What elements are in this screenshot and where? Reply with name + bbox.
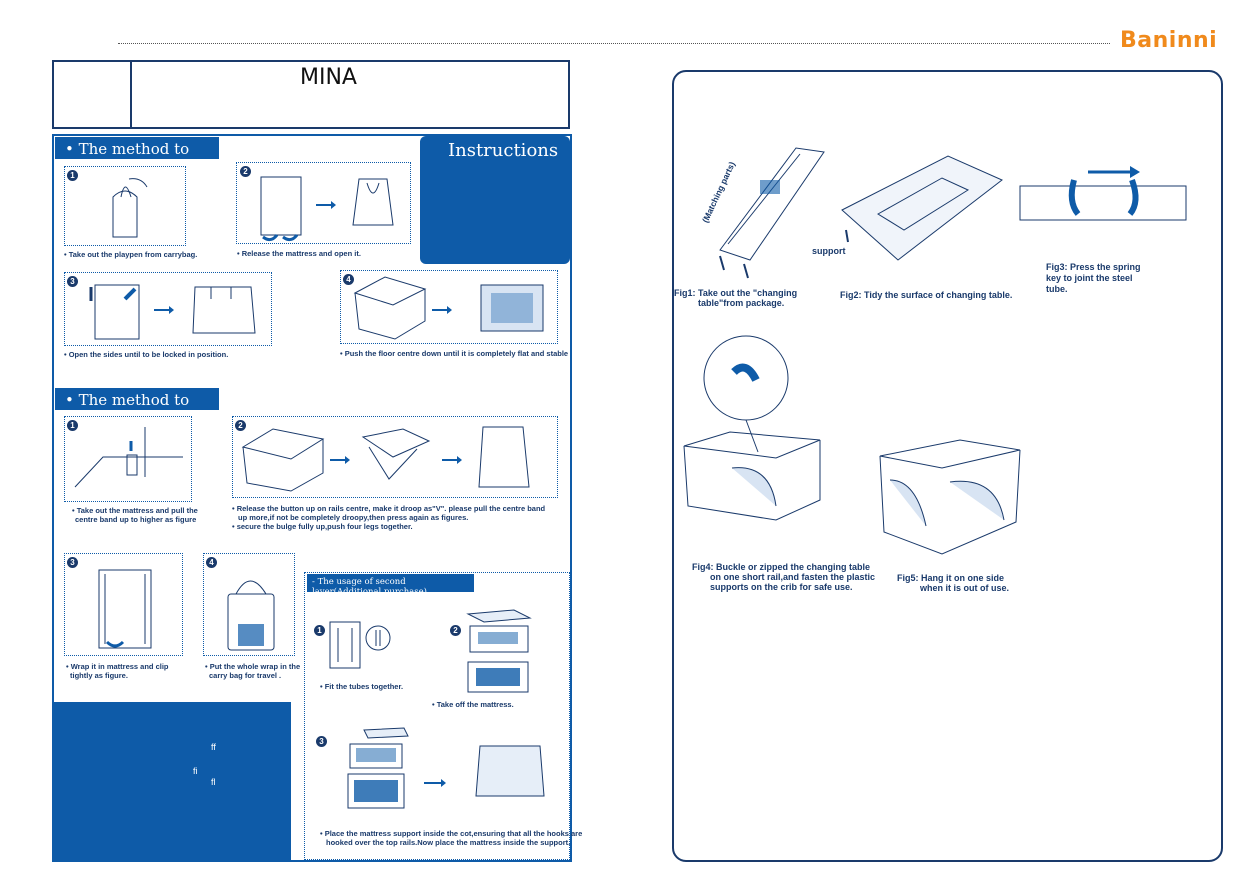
fold-step-2-arrow-1 — [330, 456, 350, 464]
pull-centre-band-illustration — [74, 427, 183, 488]
second-layer-panel — [304, 572, 570, 860]
fig5-caption-2: when it is out of use. — [920, 583, 1010, 593]
push-floor-illustration — [353, 276, 544, 340]
open-step-4-panel — [340, 270, 558, 344]
fold-step-4-caption-2: carry bag for travel . — [209, 671, 282, 680]
fold-step-3-panel — [64, 553, 183, 656]
fig3-caption-1: Fig3: Press the spring — [1046, 262, 1141, 272]
open-step-3-caption: • Open the sides until to be locked in p… — [64, 350, 229, 359]
take-off-mattress-illustration — [466, 609, 532, 693]
fold-step-2-caption-2: up more,if not be completely droopy,then… — [238, 513, 469, 522]
fold-step-3-number: 3 — [67, 557, 78, 568]
changing-table-package-illustration — [719, 147, 825, 279]
fold-step-1-caption-1: • Take out the mattress and pull the — [72, 506, 198, 515]
open-step-3-number: 3 — [67, 276, 78, 287]
open-step-1-caption: • Take out the playpen from carrybag. — [64, 250, 198, 259]
open-step-2-panel — [236, 162, 411, 244]
left-instructions-panel — [52, 134, 572, 862]
warning-text-fragment-3: fl — [211, 777, 216, 787]
layer-step-1-caption: • Fit the tubes together. — [320, 682, 404, 691]
fig3-caption-2: key to joint the steel — [1046, 273, 1133, 283]
carry-bag-illustration — [227, 580, 275, 651]
fig2-caption: Fig2: Tidy the surface of changing table… — [840, 290, 1013, 300]
release-mattress-illustration — [260, 176, 394, 242]
fold-step-4-number: 4 — [206, 557, 217, 568]
carrybag-illustration — [112, 178, 148, 238]
warning-box — [53, 702, 291, 860]
fold-step-3-caption-1: • Wrap it in mattress and clip — [66, 662, 169, 671]
fold-step-1-caption-2: centre band up to higher as figure — [75, 515, 197, 524]
fold-step-1-panel — [64, 416, 192, 502]
open-step-1-panel — [64, 166, 186, 246]
warning-text-fragment-2: fi — [193, 766, 198, 776]
layer-step-2-caption: • Take off the mattress. — [432, 700, 514, 709]
layer-step-3-arrow — [424, 779, 446, 787]
second-layer-heading: - The usage of second layer(Additional p… — [307, 574, 474, 597]
open-method-heading: • The method to open: — [55, 137, 219, 176]
hang-on-side-illustration — [879, 439, 1021, 555]
fit-tubes-illustration — [329, 621, 391, 669]
fig5-caption-1: Fig5: Hang it on one side — [897, 573, 1005, 583]
wrap-mattress-illustration — [98, 569, 152, 649]
layer-step-3-number: 3 — [316, 736, 327, 747]
fold-step-4-panel — [203, 553, 295, 656]
open-step-2-arrow — [316, 201, 336, 209]
fold-step-2-caption-3: • secure the bulge fully up,push four le… — [232, 522, 413, 531]
fig1-caption-2: table"from package. — [698, 298, 785, 308]
open-step-4-caption: • Push the floor centre down until it is… — [340, 349, 569, 358]
layer-step-3-caption-2: hooked over the top rails.Now place the … — [326, 838, 571, 847]
open-step-2-caption: • Release the mattress and open it. — [237, 249, 361, 258]
fold-step-2-arrow-2 — [442, 456, 462, 464]
tidy-surface-illustration — [841, 155, 1003, 261]
open-sides-illustration — [89, 284, 256, 340]
place-support-illustration — [347, 727, 545, 809]
fig3-caption-3: tube. — [1046, 284, 1068, 294]
buckle-changing-table-illustration — [683, 335, 821, 521]
fold-rails-illustration — [241, 426, 530, 492]
open-step-4-number: 4 — [343, 274, 354, 285]
fold-step-4-caption-1: • Put the whole wrap in the — [205, 662, 301, 671]
fold-step-2-number: 2 — [235, 420, 246, 431]
layer-step-2-number: 2 — [450, 625, 461, 636]
fig4-caption-2: on one short rail,and fasten the plastic — [710, 572, 876, 582]
fold-method-heading: • The method to fold: — [55, 388, 219, 427]
product-title: MINA — [300, 65, 357, 90]
brand-logo: Baninni — [1120, 28, 1218, 53]
fig4-caption-1: Fig4: Buckle or zipped the changing tabl… — [692, 562, 871, 572]
layer-step-3-caption-1: • Place the mattress support inside the … — [320, 829, 583, 838]
fold-step-1-number: 1 — [67, 420, 78, 431]
instructions-box — [420, 136, 570, 264]
spring-key-illustration — [1019, 166, 1187, 221]
title-box-divider — [130, 62, 132, 127]
fig1-caption-1: Fig1: Take out the "changing — [674, 288, 798, 298]
fold-step-2-panel — [232, 416, 558, 498]
instructions-title: Instructions — [448, 140, 559, 161]
fold-step-2-caption-1: • Release the button up on rails centre,… — [232, 504, 546, 513]
changing-table-panel — [672, 70, 1223, 862]
fold-step-3-caption-2: tightly as figure. — [70, 671, 128, 680]
layer-step-1-number: 1 — [314, 625, 325, 636]
support-label: support — [812, 246, 846, 256]
warning-text-fragment-1: ff — [211, 742, 216, 752]
open-step-1-number: 1 — [67, 170, 78, 181]
open-step-3-panel — [64, 272, 272, 346]
open-step-3-arrow — [154, 306, 174, 314]
header-dotted-line — [118, 43, 1110, 44]
fig4-caption-3: supports on the crib for safe use. — [710, 582, 853, 592]
open-step-4-arrow — [432, 306, 452, 314]
open-step-2-number: 2 — [240, 166, 251, 177]
title-box — [52, 60, 570, 129]
